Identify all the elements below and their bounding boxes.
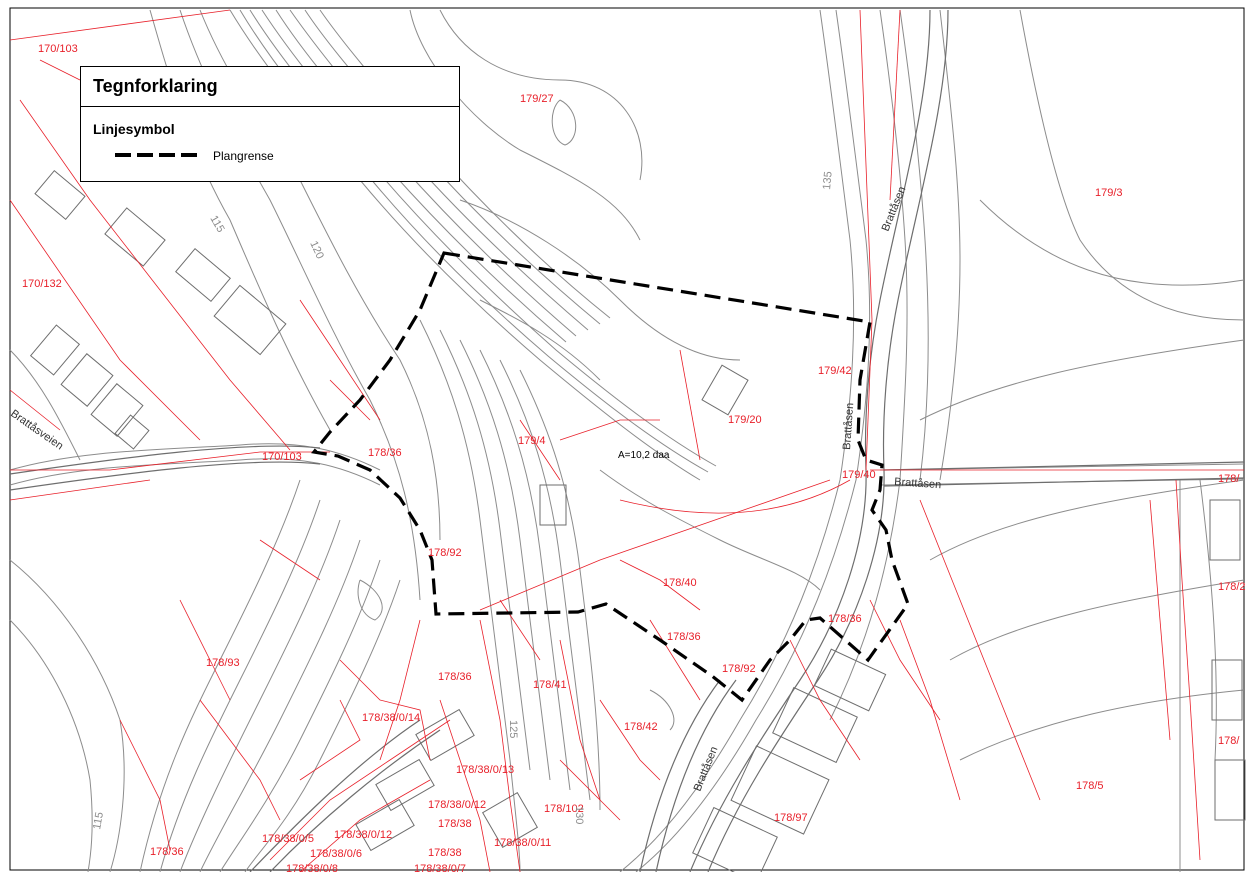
parcel-label: 178/38 — [438, 818, 472, 830]
parcel-label: 178/92 — [722, 663, 756, 675]
parcel-label: 178/ — [1218, 735, 1240, 747]
legend-section-title: Linjesymbol — [93, 121, 175, 137]
parcel-label: 178/38/0/14 — [362, 712, 420, 724]
parcel-label: 178/36 — [438, 671, 472, 683]
parcel-label: 178/2 — [1218, 581, 1246, 593]
legend-item-label: Plangrense — [213, 149, 274, 163]
parcel-label: 178/38/0/12 — [428, 799, 486, 811]
parcel-label: 178/93 — [206, 657, 240, 669]
parcel-label: 179/40 — [842, 469, 876, 481]
parcel-label: 178/36 — [368, 447, 402, 459]
legend-title-row: Tegnforklaring — [81, 67, 459, 107]
contour-label: 115 — [207, 214, 226, 235]
parcel-label: 179/4 — [518, 435, 546, 447]
parcel-label: 170/103 — [38, 43, 78, 55]
parcel-lines — [9, 9, 1244, 872]
plan-boundary-symbol — [115, 153, 201, 157]
parcel-label: 170/103 — [262, 451, 302, 463]
parcel-label: 178/38/0/13 — [456, 764, 514, 776]
legend-box: Tegnforklaring Linjesymbol Plangrense — [80, 66, 460, 182]
contour-label: 135 — [821, 171, 835, 190]
road-name-label: Brattåsen — [894, 476, 942, 491]
parcel-label: 178/36 — [828, 613, 862, 625]
parcel-label: 178/42 — [624, 721, 658, 733]
parcel-label: 178/36 — [667, 631, 701, 643]
buildings — [29, 169, 1246, 872]
parcel-label: 178/41 — [533, 679, 567, 691]
plan-boundary[interactable] — [311, 251, 910, 703]
contour-label: 115 — [91, 811, 106, 830]
parcel-label: 178/40 — [663, 577, 697, 589]
parcel-label: 179/42 — [818, 365, 852, 377]
parcel-label: 179/3 — [1095, 187, 1123, 199]
map-labels: 170/103 179/27 179/3 170/132 179/42 179/20 179… — [8, 43, 1245, 872]
parcel-label: 178/97 — [774, 812, 808, 824]
map-border — [9, 7, 1245, 871]
road-name-label: Brattåsen — [841, 402, 856, 450]
parcel-label: 179/20 — [728, 414, 762, 426]
contour-label: 125 — [507, 720, 519, 738]
parcel-label: 178/38/0/5 — [262, 833, 314, 845]
area-label: A=10,2 daa — [618, 450, 670, 461]
road-name-label: Brattåsen — [692, 745, 721, 793]
parcel-label: 178/38/0/7 — [414, 863, 466, 872]
legend-title: Tegnforklaring — [93, 76, 218, 96]
parcel-label: 178/36 — [150, 846, 184, 858]
contour-label: 130 — [573, 806, 585, 824]
parcel-label: 178/5 — [1076, 780, 1104, 792]
contour-label: 120 — [307, 239, 326, 261]
parcel-label: 178/102 — [544, 803, 584, 815]
parcel-label: 170/132 — [22, 278, 62, 290]
parcel-label: 178/38/0/6 — [310, 848, 362, 860]
parcel-label: 178/38/0/8 — [286, 863, 338, 872]
parcel-label: 178/38/0/11 — [494, 837, 551, 849]
parcel-label: 178/38/0/12 — [334, 829, 392, 841]
parcel-label: 179/27 — [520, 93, 554, 105]
parcel-label: 178/92 — [428, 547, 462, 559]
parcel-label: 178/38 — [428, 847, 462, 859]
parcel-label: 178/ — [1218, 473, 1240, 485]
